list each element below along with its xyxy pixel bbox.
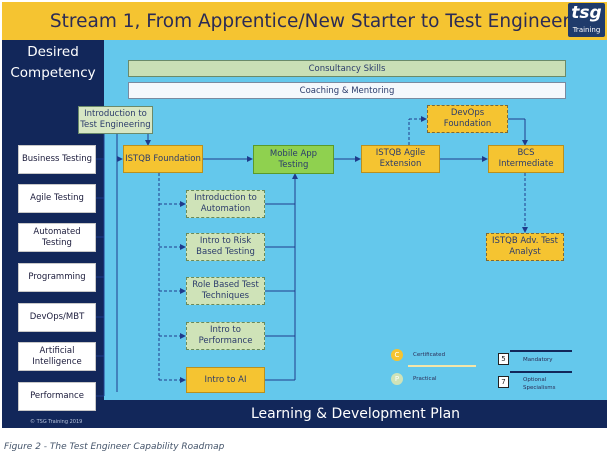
optional-legend-label: Optional Specialisms	[523, 377, 556, 391]
node-mobile-app-testing: Mobile App Testing	[253, 145, 334, 174]
optional-legend-line	[510, 371, 572, 373]
practical-legend-icon: P	[391, 373, 403, 385]
competency-heading: Desired Competency	[2, 42, 104, 86]
logo-subtext: Training	[572, 26, 601, 34]
optional-legend-icon: 7	[498, 376, 509, 388]
node-intro-to-automation: Introduction to Automation	[186, 190, 265, 218]
mandatory-legend-line	[510, 350, 572, 352]
node-istqb-agile-extension: ISTQB Agile Extension	[361, 145, 440, 173]
practical-legend-label: Practical	[413, 376, 437, 382]
skill-performance: Performance	[18, 382, 96, 411]
node-istqb-adv-test-analyst: ISTQB Adv. Test Analyst	[486, 233, 564, 261]
node-intro-to-performance: Intro to Performance	[186, 322, 265, 350]
node-intro-to-risk-based-testing: Intro to Risk Based Testing	[186, 233, 265, 261]
certificated-legend-icon: C	[391, 349, 403, 361]
mandatory-legend-icon: 5	[498, 353, 509, 365]
mandatory-legend-label: Mandatory	[523, 357, 553, 363]
diagram-title: Stream 1, From Apprentice/New Starter to…	[49, 11, 571, 32]
node-intro-test-engineering: Introduction to Test Engineering	[78, 106, 153, 134]
node-istqb-foundation: ISTQB Foundation	[123, 145, 203, 173]
skill-automated-testing: Automated Testing	[18, 223, 96, 252]
logo-text: tsg	[571, 3, 602, 23]
competency-heading-line1: Desired	[27, 44, 79, 60]
node-intro-to-ai: Intro to AI	[186, 367, 265, 393]
node-bcs-intermediate: BCS Intermediate	[488, 145, 564, 173]
skill-devops-mbt: DevOps/MBT	[18, 303, 96, 332]
competency-heading-line2: Competency	[10, 65, 96, 81]
skill-business-testing: Business Testing	[18, 145, 96, 174]
figure-caption: Figure 2 - The Test Engineer Capability …	[4, 442, 225, 452]
certificated-legend-label: Certificated	[413, 352, 446, 358]
copyright-text: © TSG Training 2019	[30, 419, 83, 425]
coaching-mentoring-band: Coaching & Mentoring	[128, 82, 566, 99]
tsg-logo	[568, 3, 605, 37]
footer-bar	[104, 400, 607, 428]
skill-agile-testing: Agile Testing	[18, 184, 96, 213]
certificated-legend-bar	[408, 365, 476, 367]
consultancy-skills-band: Consultancy Skills	[128, 60, 566, 77]
node-devops-foundation: DevOps Foundation	[427, 105, 508, 133]
footer-title: Learning & Development Plan	[250, 406, 461, 422]
title-bar	[2, 2, 607, 40]
skill-programming: Programming	[18, 263, 96, 292]
skill-artificial-intelligence: Artificial Intelligence	[18, 342, 96, 371]
node-role-based-test-techniques: Role Based Test Techniques	[186, 277, 265, 305]
